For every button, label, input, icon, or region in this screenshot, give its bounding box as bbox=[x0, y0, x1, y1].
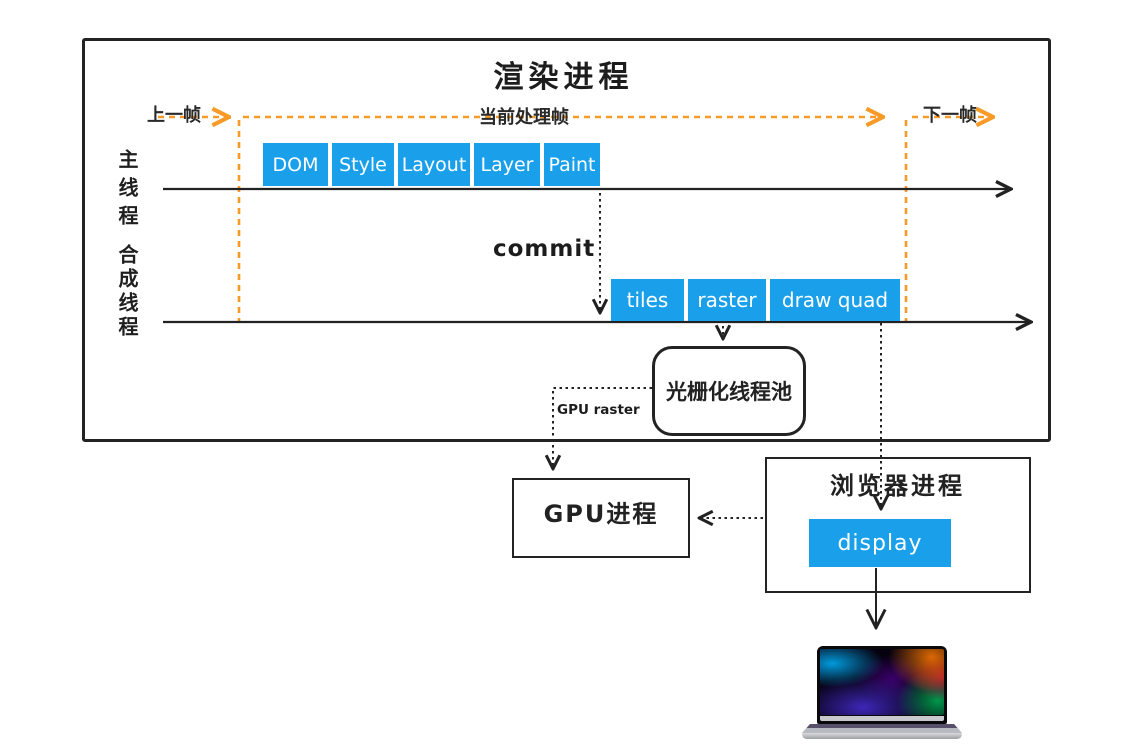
gpu-process-label: GPU进程 bbox=[543, 500, 659, 528]
stage-paint: Paint bbox=[544, 143, 600, 186]
stage-tiles: tiles bbox=[611, 279, 684, 321]
laptop-wallpaper bbox=[820, 649, 944, 715]
stage-style: Style bbox=[332, 143, 394, 186]
laptop-image bbox=[800, 644, 964, 741]
browser-process-title: 浏览器进程 bbox=[830, 472, 965, 500]
current-frame-label: 当前处理帧 bbox=[479, 107, 569, 128]
gpu-process-box: GPU进程 bbox=[512, 478, 690, 558]
renderer-process-box bbox=[82, 38, 1051, 442]
laptop-screen bbox=[817, 646, 947, 724]
stage-dom: DOM bbox=[263, 143, 328, 186]
compositor-thread-label: 合成线程 bbox=[115, 244, 139, 340]
laptop-keyboard-deck bbox=[802, 724, 962, 733]
stage-draw-quad: draw quad bbox=[770, 279, 900, 321]
frame-boundary-lines bbox=[158, 117, 992, 321]
gpu-raster-label: GPU raster bbox=[557, 402, 640, 418]
thread-timelines bbox=[163, 189, 1030, 322]
stage-layout: Layout bbox=[398, 143, 470, 186]
display-label: display bbox=[837, 530, 923, 556]
raster-thread-pool-box: 光栅化线程池 bbox=[652, 346, 806, 436]
stage-raster: raster bbox=[688, 279, 766, 321]
browser-process-box bbox=[765, 457, 1031, 593]
raster-thread-pool-label: 光栅化线程池 bbox=[666, 380, 792, 404]
display-node: display bbox=[809, 519, 951, 567]
next-frame-label: 下一帧 bbox=[923, 105, 977, 126]
stage-layer: Layer bbox=[474, 143, 540, 186]
laptop-base bbox=[802, 733, 962, 739]
main-thread-label: 主线程 bbox=[115, 149, 139, 233]
commit-label: commit bbox=[493, 236, 596, 262]
laptop-bottom-bezel bbox=[820, 716, 944, 721]
renderer-process-title: 渲染进程 bbox=[493, 60, 634, 95]
prev-frame-label: 上一帧 bbox=[147, 105, 201, 126]
